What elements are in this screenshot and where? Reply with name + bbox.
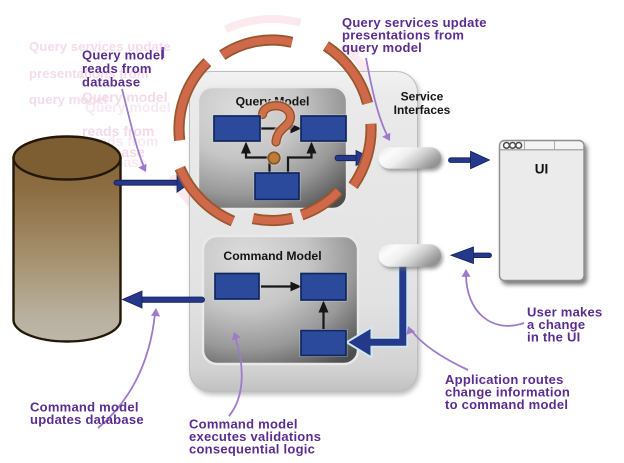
svg-text:reads from: reads from <box>82 123 154 139</box>
svg-text:presentations from: presentations from <box>342 28 464 43</box>
svg-text:reads from: reads from <box>82 61 152 76</box>
svg-text:Interfaces: Interfaces <box>394 103 451 117</box>
svg-text:Application routes: Application routes <box>445 372 564 387</box>
svg-text:database: database <box>82 75 140 90</box>
svg-text:Query services update: Query services update <box>342 15 487 30</box>
svg-text:updates database: updates database <box>30 412 144 427</box>
svg-text:Command Model: Command Model <box>223 249 321 263</box>
svg-text:consequential logic: consequential logic <box>189 442 315 457</box>
svg-text:Query services update: Query services update <box>29 39 170 54</box>
svg-text:Query model: Query model <box>82 48 164 63</box>
svg-text:change information: change information <box>445 385 570 400</box>
svg-text:Command model: Command model <box>30 400 139 415</box>
svg-text:in the UI: in the UI <box>527 330 581 345</box>
svg-text:query model: query model <box>342 40 422 55</box>
svg-text:Service: Service <box>401 90 444 104</box>
svg-text:Command model: Command model <box>189 417 298 432</box>
svg-text:query model: query model <box>29 92 107 107</box>
svg-text:User makes: User makes <box>527 305 603 320</box>
svg-text:a change: a change <box>527 317 585 332</box>
svg-text:presentations from: presentations from <box>29 66 148 81</box>
svg-text:Query model: Query model <box>85 99 171 115</box>
svg-text:UI: UI <box>535 162 549 177</box>
svg-text:to command model: to command model <box>445 397 568 412</box>
svg-text:executes validations: executes validations <box>189 429 321 444</box>
